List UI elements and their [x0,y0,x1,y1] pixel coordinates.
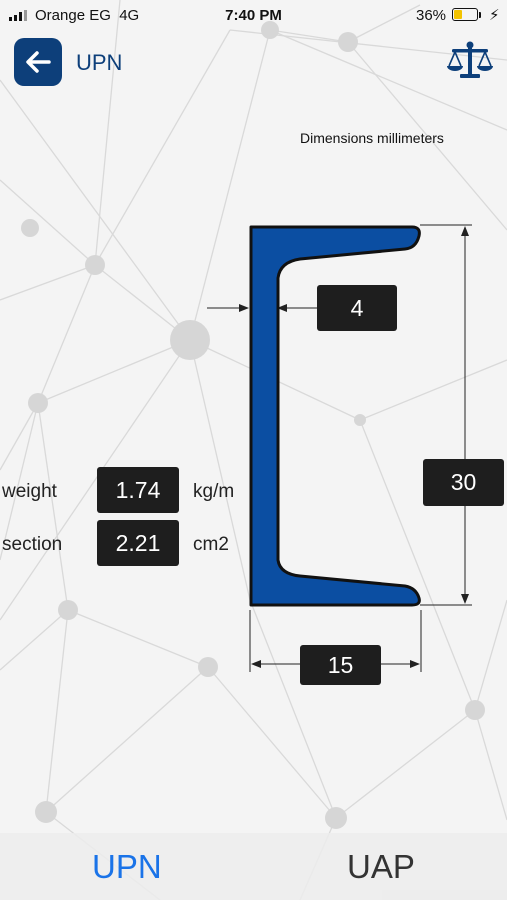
flange-width-value: 15 [300,645,381,685]
carrier-label: Orange EG 4G [35,7,140,24]
weight-value: 1.74 [97,467,179,513]
weight-unit: kg/m [193,481,235,502]
back-button[interactable] [14,38,62,86]
height-value: 30 [423,459,504,506]
web-thickness-value: 4 [317,285,397,331]
balance-scale-icon [447,41,493,78]
tab-upn[interactable]: UPN [92,848,162,885]
units-note: Dimensions millimeters [300,130,444,146]
section-label: section [2,534,63,555]
signal-icon [9,10,27,21]
network-label: 4G [119,7,140,24]
section-value: 2.21 [97,520,179,566]
weight-label: weight [2,481,57,502]
tab-bar: UPN UAP [0,833,507,900]
back-arrow-icon [26,51,51,73]
page-title: UPN [76,50,123,75]
clock: 7:40 PM [225,7,282,24]
charging-icon: ⚡︎ [489,7,500,24]
battery-icon [452,8,478,21]
status-bar: Orange EG 4G 7:40 PM 36% ⚡︎ [0,0,507,32]
section-unit: cm2 [193,534,229,555]
battery-percent: 36% [416,7,447,24]
tab-uap[interactable]: UAP [347,848,415,885]
battery-nub [479,12,481,18]
compare-button[interactable] [446,40,494,82]
channel-section-shape [249,225,421,607]
